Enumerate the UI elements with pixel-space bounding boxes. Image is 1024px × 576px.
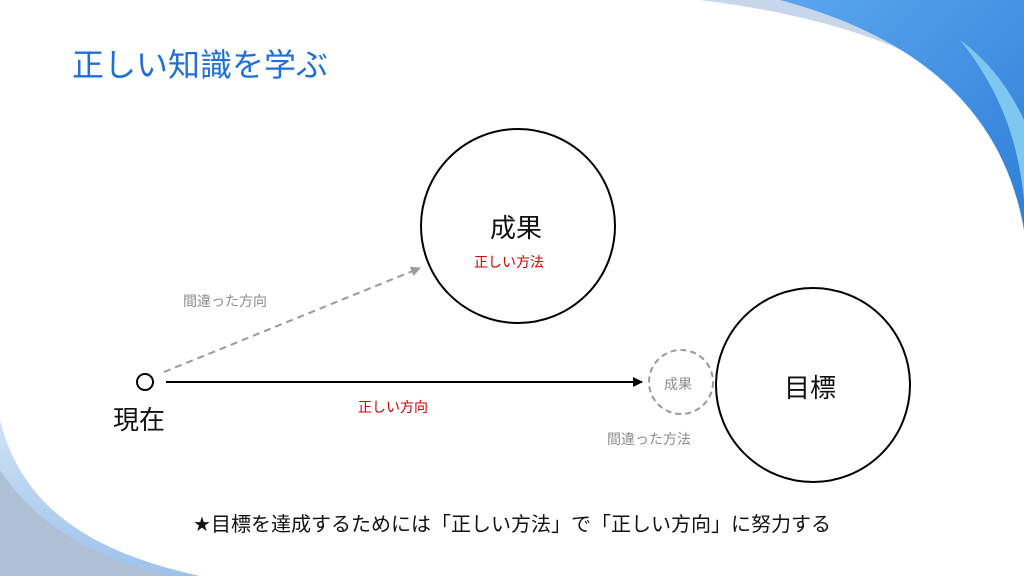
goal-circle [715,287,911,483]
result-small-label: 成果 [664,377,692,393]
result-small-dashed-circle [648,349,714,415]
wrong-direction-arrow [163,266,421,373]
goal-label: 目標 [784,374,837,404]
result-circle [420,128,616,324]
wrong-method-label: 間違った方法 [607,432,691,448]
current-point [136,373,154,391]
wrong-direction-label: 間違った方向 [183,294,267,310]
current-label: 現在 [113,406,166,436]
result-label: 成果 [490,214,543,244]
correct-direction-label: 正しい方向 [358,400,428,416]
summary-text: ★目標を達成するためには「正しい方法」で「正しい方向」に努力する [193,512,831,536]
correct-method-label: 正しい方法 [474,255,544,271]
deco-top-right-cyan [960,40,1024,200]
deco-top-right-blue [780,0,1024,230]
page-title: 正しい知識を学ぶ [72,46,329,84]
deco-bottom-left-gray [0,470,170,576]
